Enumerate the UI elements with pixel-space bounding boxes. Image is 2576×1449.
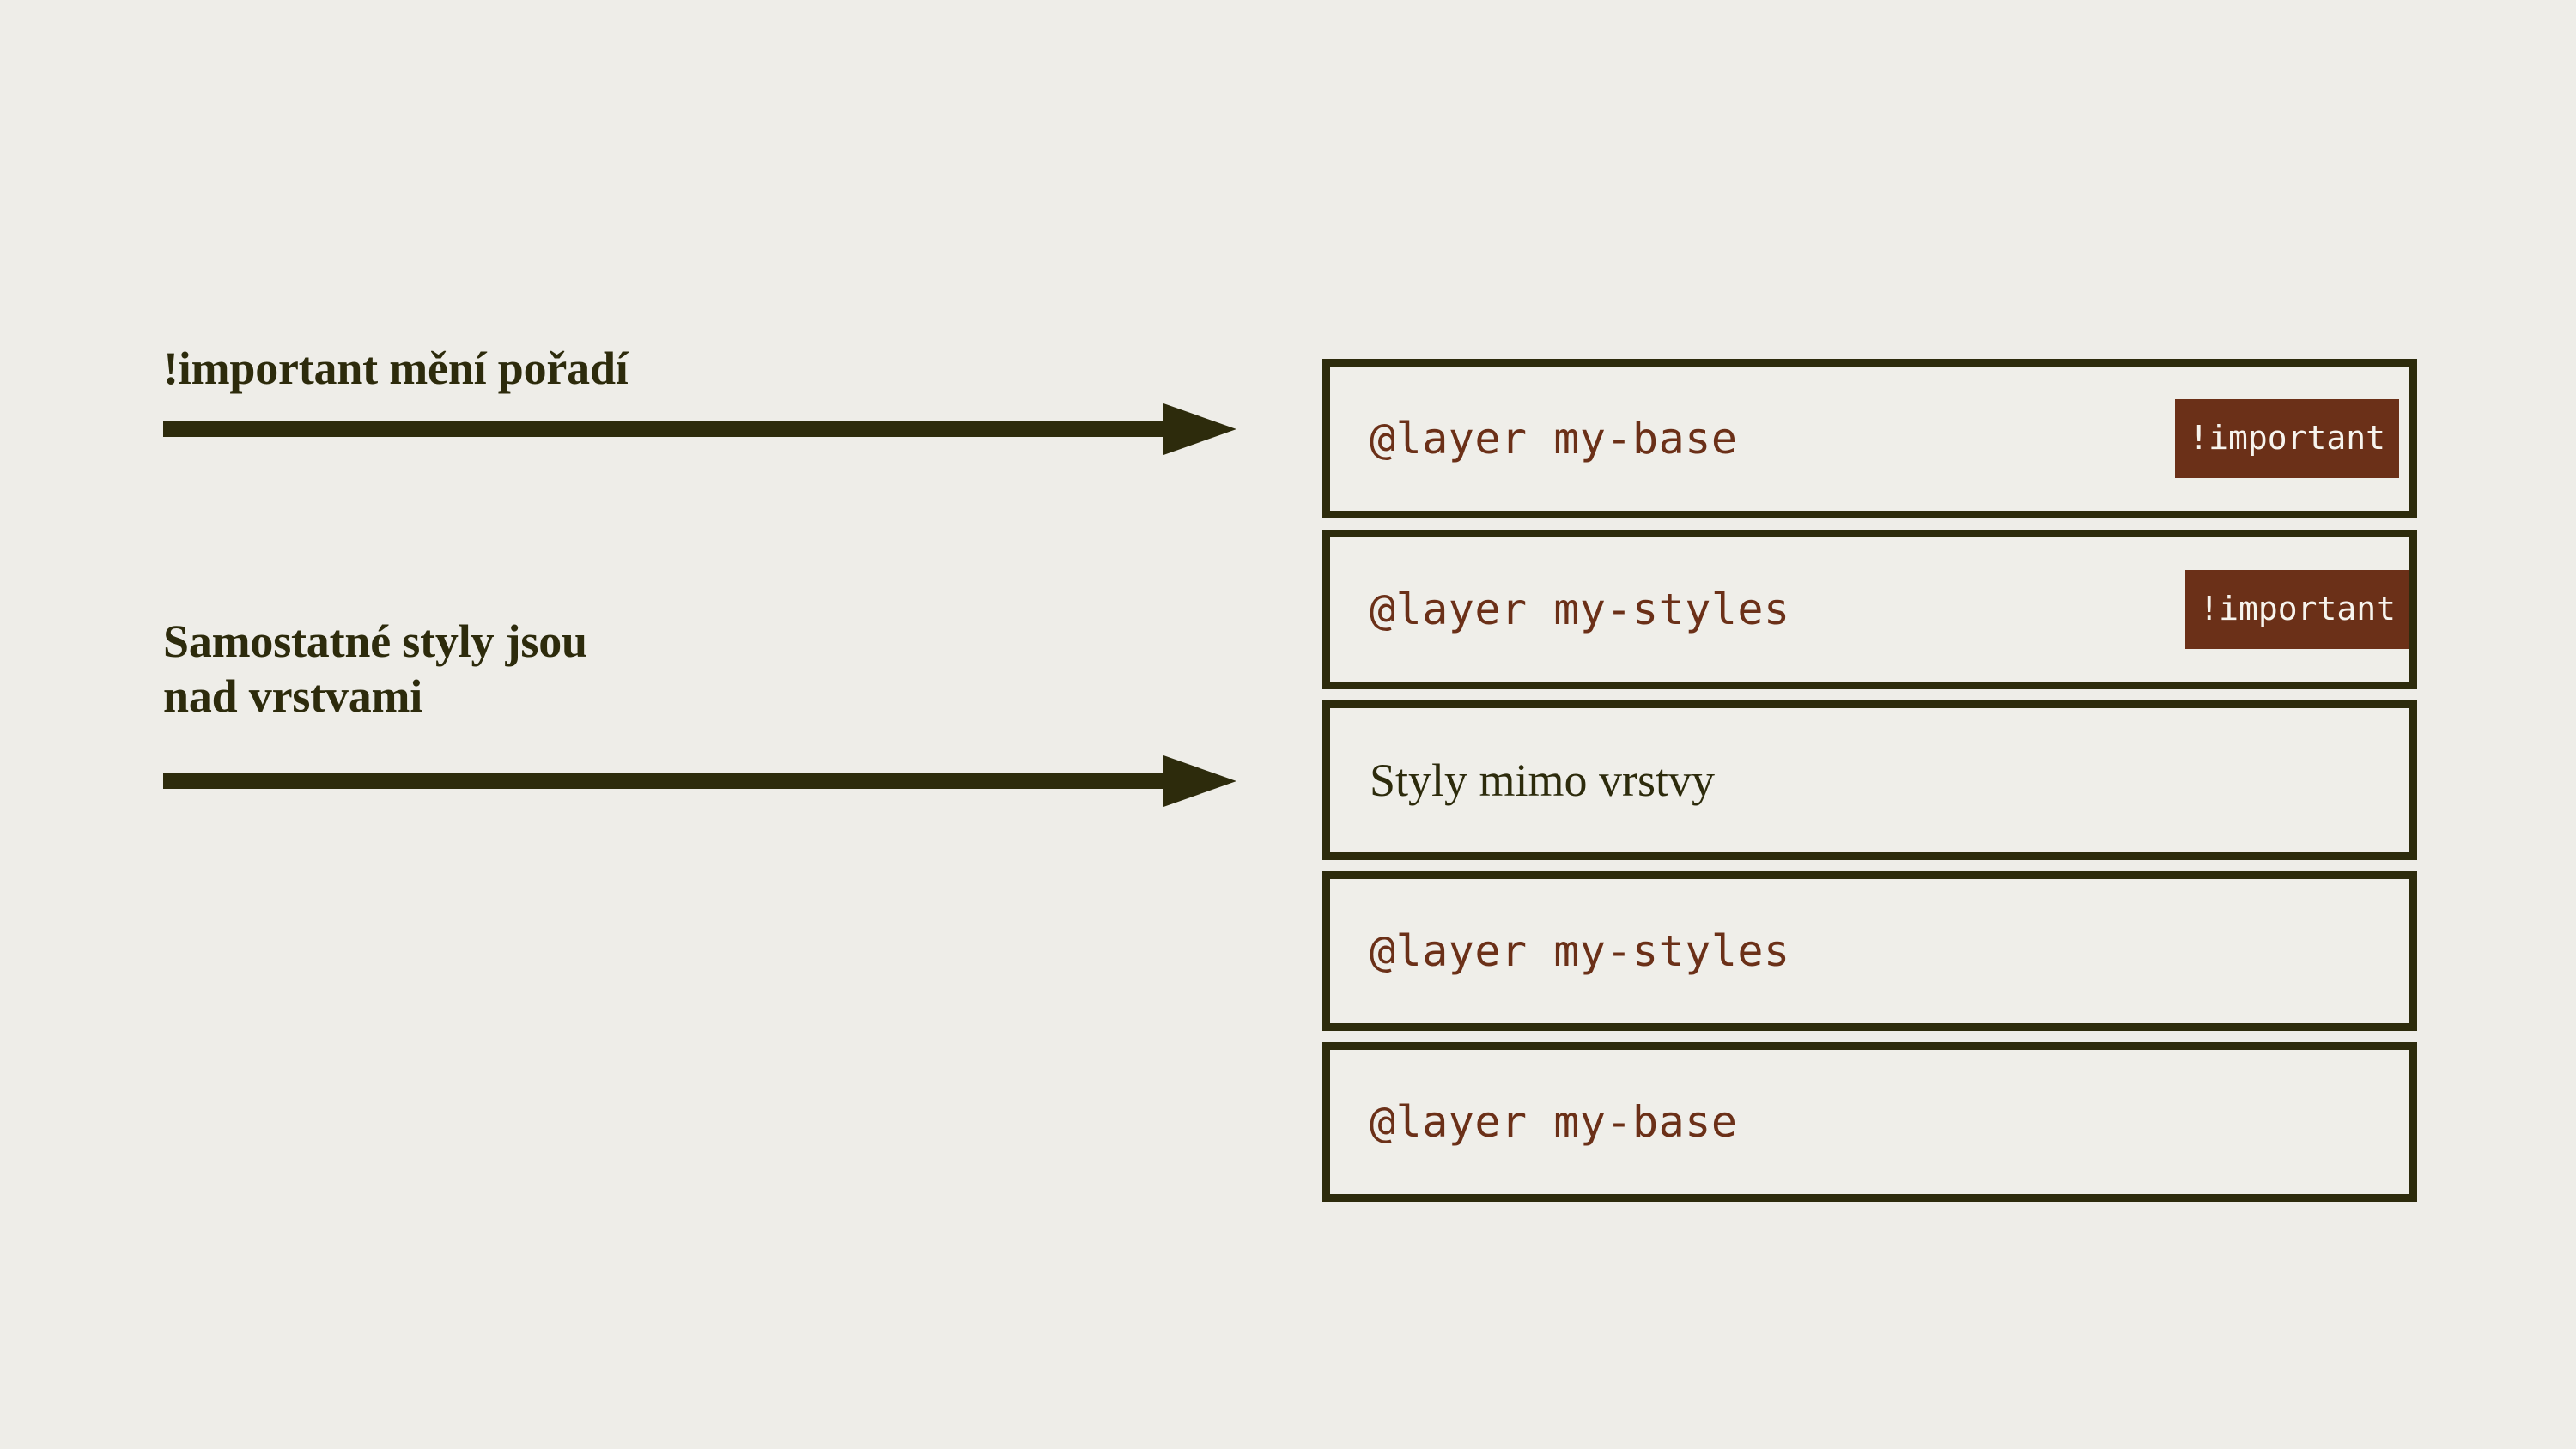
important-badge: !important xyxy=(2175,399,2399,478)
annotation-standalone-label: Samostatné styly jsou nad vrstvami xyxy=(163,615,587,724)
layer-name: Styly mimo vrstvy xyxy=(1370,755,1716,806)
layer-name: @layer my-styles xyxy=(1370,585,1790,634)
layer-name: @layer my-styles xyxy=(1370,926,1790,976)
layer-stack: @layer my-base !important @layer my-styl… xyxy=(1322,359,2417,1202)
arrow-right-icon xyxy=(163,755,1236,807)
layer-box: @layer my-styles xyxy=(1322,871,2417,1031)
important-badge: !important xyxy=(2185,570,2409,649)
arrow-right-icon xyxy=(163,403,1236,455)
arrow-important xyxy=(163,402,1262,457)
annotation-important-text: !important mění pořadí xyxy=(163,343,629,394)
layer-box: @layer my-styles !important xyxy=(1322,530,2417,689)
layer-box: Styly mimo vrstvy xyxy=(1322,700,2417,860)
layer-name: @layer my-base xyxy=(1370,1097,1738,1147)
layer-box: @layer my-base !important xyxy=(1322,359,2417,518)
layer-name: @layer my-base xyxy=(1370,414,1738,464)
annotation-important-label: !important mění pořadí xyxy=(163,342,629,397)
layer-box: @layer my-base xyxy=(1322,1042,2417,1202)
annotation-standalone-text: Samostatné styly jsou nad vrstvami xyxy=(163,615,587,722)
arrow-standalone xyxy=(163,754,1262,809)
